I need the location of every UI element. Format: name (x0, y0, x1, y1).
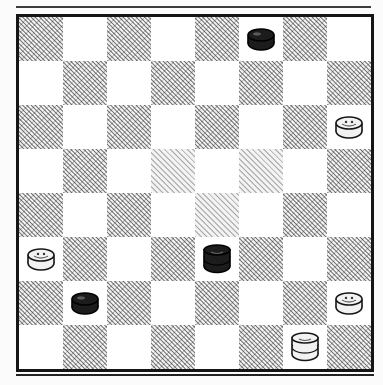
square-c4[interactable] (107, 193, 151, 237)
square-e5[interactable] (195, 149, 239, 193)
square-b7[interactable] (63, 61, 107, 105)
square-e4[interactable] (195, 193, 239, 237)
square-c2[interactable] (107, 281, 151, 325)
square-b1[interactable] (63, 325, 107, 369)
square-b6[interactable] (63, 105, 107, 149)
square-d5[interactable] (151, 149, 195, 193)
square-e8[interactable] (195, 17, 239, 61)
square-h1[interactable] (327, 325, 371, 369)
white-man-a3[interactable] (26, 246, 56, 272)
black-man-b2[interactable] (70, 290, 100, 316)
square-f4[interactable] (239, 193, 283, 237)
square-g6[interactable] (283, 105, 327, 149)
square-c6[interactable] (107, 105, 151, 149)
square-d8[interactable] (151, 17, 195, 61)
square-d2[interactable] (151, 281, 195, 325)
square-a2[interactable] (19, 281, 63, 325)
square-f3[interactable] (239, 237, 283, 281)
square-c8[interactable] (107, 17, 151, 61)
square-a1[interactable] (19, 325, 63, 369)
square-h5[interactable] (327, 149, 371, 193)
square-g4[interactable] (283, 193, 327, 237)
square-g3[interactable] (283, 237, 327, 281)
square-b4[interactable] (63, 193, 107, 237)
top-rule (16, 6, 371, 8)
square-a8[interactable] (19, 17, 63, 61)
square-d7[interactable] (151, 61, 195, 105)
square-c3[interactable] (107, 237, 151, 281)
square-c7[interactable] (107, 61, 151, 105)
square-d1[interactable] (151, 325, 195, 369)
square-d6[interactable] (151, 105, 195, 149)
square-b8[interactable] (63, 17, 107, 61)
square-b3[interactable] (63, 237, 107, 281)
square-e1[interactable] (195, 325, 239, 369)
square-b5[interactable] (63, 149, 107, 193)
square-f2[interactable] (239, 281, 283, 325)
bottom-rule (16, 374, 374, 376)
checkers-board[interactable] (16, 14, 374, 372)
white-man-h6[interactable] (334, 114, 364, 140)
square-g5[interactable] (283, 149, 327, 193)
square-e7[interactable] (195, 61, 239, 105)
square-d4[interactable] (151, 193, 195, 237)
square-e6[interactable] (195, 105, 239, 149)
square-h3[interactable] (327, 237, 371, 281)
black-king-e3[interactable] (202, 244, 232, 274)
square-a4[interactable] (19, 193, 63, 237)
square-c5[interactable] (107, 149, 151, 193)
square-a6[interactable] (19, 105, 63, 149)
square-h8[interactable] (327, 17, 371, 61)
white-king-g1[interactable] (290, 332, 320, 362)
square-f1[interactable] (239, 325, 283, 369)
square-e2[interactable] (195, 281, 239, 325)
square-d3[interactable] (151, 237, 195, 281)
square-f7[interactable] (239, 61, 283, 105)
black-man-f8[interactable] (246, 26, 276, 52)
square-g8[interactable] (283, 17, 327, 61)
square-g7[interactable] (283, 61, 327, 105)
square-f6[interactable] (239, 105, 283, 149)
white-man-h2[interactable] (334, 290, 364, 316)
square-g2[interactable] (283, 281, 327, 325)
square-a5[interactable] (19, 149, 63, 193)
square-a7[interactable] (19, 61, 63, 105)
square-f5[interactable] (239, 149, 283, 193)
square-h7[interactable] (327, 61, 371, 105)
square-h4[interactable] (327, 193, 371, 237)
square-c1[interactable] (107, 325, 151, 369)
